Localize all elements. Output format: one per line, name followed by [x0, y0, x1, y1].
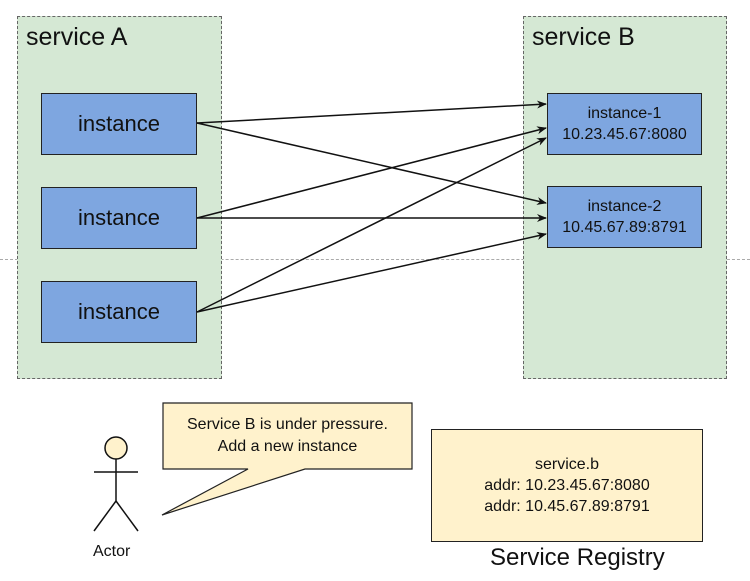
- arrow-a1-b1: [196, 100, 547, 124]
- service-registry-box: service.b addr: 10.23.45.67:8080 addr: 1…: [431, 429, 703, 542]
- registry-addr-2: addr: 10.45.67.89:8791: [484, 498, 650, 515]
- registry-addr-1: addr: 10.23.45.67:8080: [484, 477, 650, 494]
- instance-addr: 10.23.45.67:8080: [562, 126, 687, 143]
- service-a-title: service A: [26, 23, 128, 51]
- service-b-instance-2: instance-2 10.45.67.89:8791: [547, 186, 702, 248]
- instance-addr: 10.45.67.89:8791: [562, 219, 687, 236]
- instance-label: instance: [78, 299, 160, 324]
- note-callout: [161, 402, 413, 516]
- arrow-a1-b2: [196, 122, 547, 205]
- registry-key: service.b: [534, 456, 600, 473]
- instance-name: instance-2: [587, 198, 662, 215]
- service-b-instance-1: instance-1 10.23.45.67:8080: [547, 93, 702, 155]
- instance-label: instance: [78, 111, 160, 136]
- pressure-note: Service B is under pressure. Add a new i…: [163, 403, 412, 469]
- arrow-a3-b2: [196, 232, 547, 313]
- actor-figure: [93, 436, 139, 532]
- actor-label: Actor: [93, 543, 131, 560]
- instance-label: instance: [78, 205, 160, 230]
- arrow-a2-b1: [196, 126, 547, 219]
- service-a-instance-3: instance: [41, 281, 197, 343]
- note-line-1: Service B is under pressure.: [187, 416, 388, 433]
- service-a-instance-2: instance: [41, 187, 197, 249]
- service-registry-label: Service Registry: [490, 544, 665, 571]
- page-divider: [0, 259, 750, 260]
- arrow-a3-b1: [196, 137, 547, 313]
- instance-name: instance-1: [587, 105, 662, 122]
- service-a-instance-1: instance: [41, 93, 197, 155]
- note-line-2: Add a new instance: [217, 438, 358, 455]
- service-b-title: service B: [532, 23, 635, 51]
